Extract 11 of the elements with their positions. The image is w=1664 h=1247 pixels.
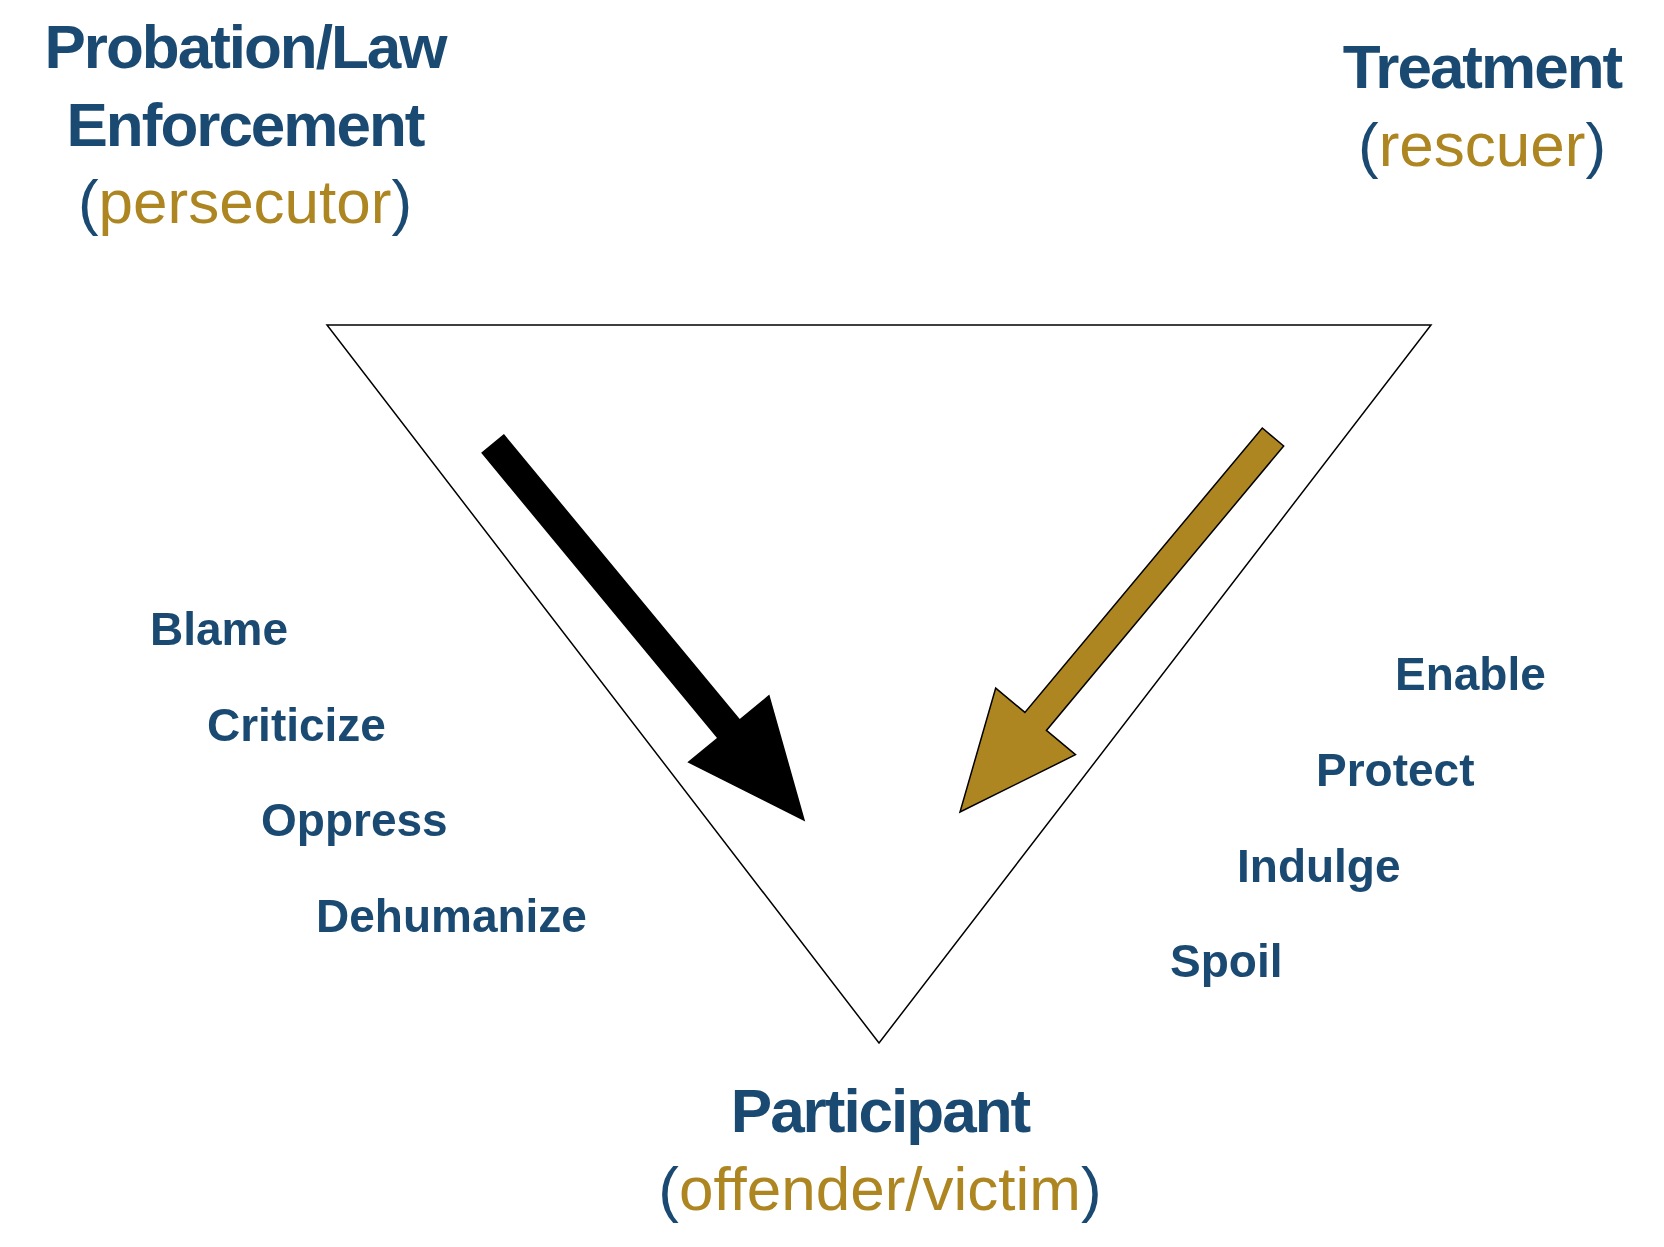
role-heading: Participant bbox=[729, 1075, 1031, 1147]
role-subtitle: (offender/victim) bbox=[657, 1152, 1103, 1225]
role-heading: Probation/Law Enforcement bbox=[43, 11, 448, 161]
behavior-label: Criticize bbox=[207, 702, 386, 748]
role-heading: Treatment bbox=[1341, 31, 1623, 103]
behavior-label: Enable bbox=[1395, 651, 1546, 697]
behavior-label: Protect bbox=[1316, 747, 1475, 793]
behavior-label: Dehumanize bbox=[316, 893, 587, 939]
role-subtitle: (persecutor) bbox=[76, 166, 414, 238]
behavior-label: Blame bbox=[150, 606, 289, 652]
role-subtitle: (rescuer) bbox=[1356, 108, 1608, 181]
